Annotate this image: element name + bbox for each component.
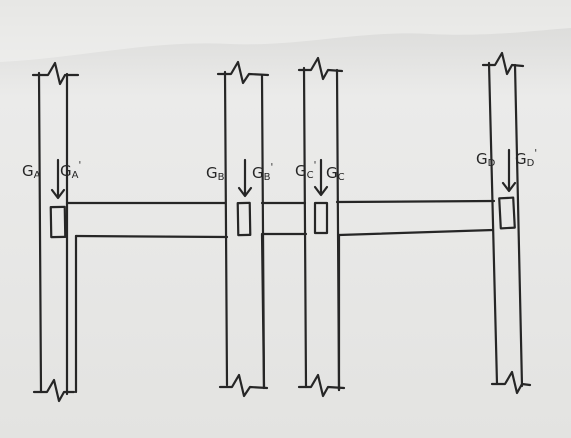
arrow-down-icon (501, 148, 517, 193)
load-arrows (50, 148, 517, 200)
svg-text:GD: GD (476, 150, 496, 169)
break-symbols-bottom (32, 370, 532, 403)
node-rectangles (49, 196, 516, 239)
label-GA-prime: GA' (60, 160, 81, 181)
arrow-down-icon (313, 158, 329, 197)
svg-text:GB': GB' (252, 162, 273, 183)
node-D (498, 196, 516, 230)
arrow-down-icon (50, 158, 66, 200)
label-GB-prime: GB' (252, 162, 273, 183)
label-GD-prime: GD' (515, 148, 537, 169)
svg-text:GA': GA' (60, 160, 81, 181)
svg-text:GB: GB (206, 164, 225, 183)
beam-AB (65, 201, 229, 394)
svg-text:GA: GA (22, 162, 41, 181)
break-symbols-top (31, 51, 525, 86)
label-GB: GB (206, 164, 225, 183)
frame-secondary-lines (260, 232, 341, 392)
paper-edge (0, 0, 571, 62)
svg-text:GD': GD' (515, 148, 537, 169)
node-B (236, 201, 252, 237)
beam-CD (335, 199, 496, 237)
svg-text:GC': GC' (295, 160, 316, 181)
label-GD: GD (476, 150, 496, 169)
column-D (487, 61, 524, 388)
column-A (37, 71, 69, 396)
label-GA: GA (22, 162, 41, 181)
node-C (313, 201, 329, 235)
node-A (49, 205, 67, 239)
label-GC-prime: GC' (295, 160, 316, 181)
label-GC: GC (326, 164, 345, 183)
svg-text:GC: GC (326, 164, 345, 183)
beam-BC (260, 201, 308, 236)
arrow-down-icon (237, 158, 253, 198)
